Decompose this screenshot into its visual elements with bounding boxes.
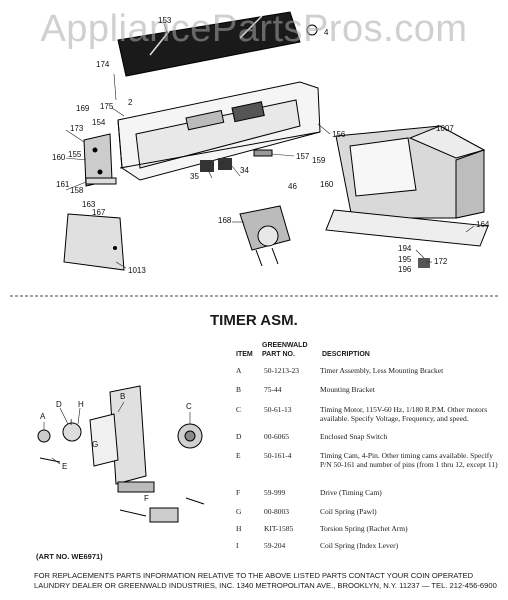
callout-160b: 160: [320, 180, 334, 189]
callout-A: A: [40, 412, 46, 421]
base-plate-164: [325, 209, 489, 247]
row-desc: Timer Assembly, Less Mounting Bracket: [320, 366, 444, 375]
callout-155: 155: [68, 150, 82, 159]
row-desc: Timing Motor, 115V-60 Hz, 1/180 R.P.M. O…: [320, 405, 488, 423]
row-desc: Drive (Timing Cam): [320, 488, 382, 497]
callout-G: G: [92, 440, 99, 449]
callout-4: 4: [324, 28, 329, 37]
row-desc: Enclosed Snap Switch: [320, 432, 388, 441]
callout-172: 172: [434, 257, 448, 266]
panel-153: [117, 11, 301, 77]
callout-1013: 1013: [128, 266, 146, 275]
callout-194: 194: [398, 244, 412, 253]
callout-195: 195: [398, 255, 412, 264]
callout-163: 163: [82, 200, 96, 209]
callout-46: 46: [288, 182, 297, 191]
header-description: DESCRIPTION: [322, 351, 370, 358]
callout-F: F: [144, 494, 149, 503]
row-part: KIT-1585: [264, 524, 294, 533]
row-item: B: [236, 385, 242, 394]
part-157: [253, 149, 273, 157]
art-number: (ART NO. WE6971): [36, 552, 103, 561]
row-desc: Mounting Bracket: [320, 385, 375, 394]
footer-contact-note: FOR REPLACEMENTS PARTS INFORMATION RELAT…: [34, 571, 497, 590]
row-part: 00-6065: [264, 432, 289, 441]
callout-C: C: [186, 402, 192, 411]
callout-158: 158: [70, 186, 84, 195]
row-part: 50-161-4: [264, 451, 292, 460]
row-item: G: [236, 507, 242, 516]
callout-2: 2: [128, 98, 133, 107]
timer-exploded-drawing: [37, 385, 205, 523]
section-title: TIMER ASM.: [210, 312, 298, 329]
row-item: F: [236, 488, 241, 497]
callout-34: 34: [240, 166, 249, 175]
lower-leader-lines: [43, 401, 191, 465]
row-part: 59-999: [264, 488, 286, 497]
row-item: A: [236, 366, 242, 375]
row-item: D: [236, 432, 242, 441]
row-part: 59-204: [264, 541, 286, 550]
callout-161: 161: [56, 180, 70, 189]
callout-35: 35: [190, 172, 199, 181]
callout-157: 157: [296, 152, 310, 161]
bracket-158: [85, 177, 117, 185]
callout-156: 156: [332, 130, 346, 139]
header-part-no: PART NO.: [262, 351, 295, 358]
callout-160a: 160: [52, 153, 66, 162]
callout-B: B: [120, 392, 126, 401]
callout-153: 153: [158, 16, 172, 25]
callout-D: D: [56, 400, 62, 409]
row-desc: Coil Spring (Pawl): [320, 507, 377, 516]
row-item: H: [236, 524, 242, 533]
leader-lines: [65, 23, 475, 269]
row-desc: Coil Spring (Index Lever): [320, 541, 399, 550]
callout-159: 159: [312, 156, 326, 165]
row-part: 50-1213-23: [264, 366, 299, 375]
callout-I: I: [70, 418, 73, 427]
row-item: C: [236, 405, 242, 414]
screw-4: [306, 24, 318, 36]
callout-174: 174: [96, 60, 110, 69]
header-part-manufacturer: GREENWALD: [262, 342, 308, 349]
timer-mechanism-168: [239, 205, 291, 267]
switch-34: [218, 158, 232, 170]
callout-196: 196: [398, 265, 412, 274]
foot-172: [418, 258, 430, 268]
watermark: AppliancePartsPros.com: [40, 8, 468, 50]
door-1013: [63, 213, 125, 271]
cabinet-1007: [335, 125, 486, 219]
callout-1007: 1007: [436, 124, 454, 133]
callout-175: 175: [100, 102, 114, 111]
row-desc: Timing Cam, 4-Pin. Other timing cams ava…: [320, 451, 498, 469]
callout-173: 173: [70, 124, 84, 133]
row-part: 75-44: [264, 385, 282, 394]
control-panel: [117, 81, 321, 181]
row-item: I: [236, 541, 239, 550]
row-part: 00-8003: [264, 507, 289, 516]
row-desc: Torsion Spring (Rachet Arm): [320, 524, 408, 533]
switch-35: [200, 160, 214, 172]
callout-H: H: [78, 400, 84, 409]
row-part: 50-61-13: [264, 405, 292, 414]
callout-167: 167: [92, 208, 106, 217]
callout-164: 164: [476, 220, 490, 229]
callout-168: 168: [218, 216, 232, 225]
callout-E: E: [62, 462, 68, 471]
header-item: ITEM: [236, 351, 253, 358]
callout-169: 169: [76, 104, 90, 113]
row-item: E: [236, 451, 241, 460]
callout-154: 154: [92, 118, 106, 127]
